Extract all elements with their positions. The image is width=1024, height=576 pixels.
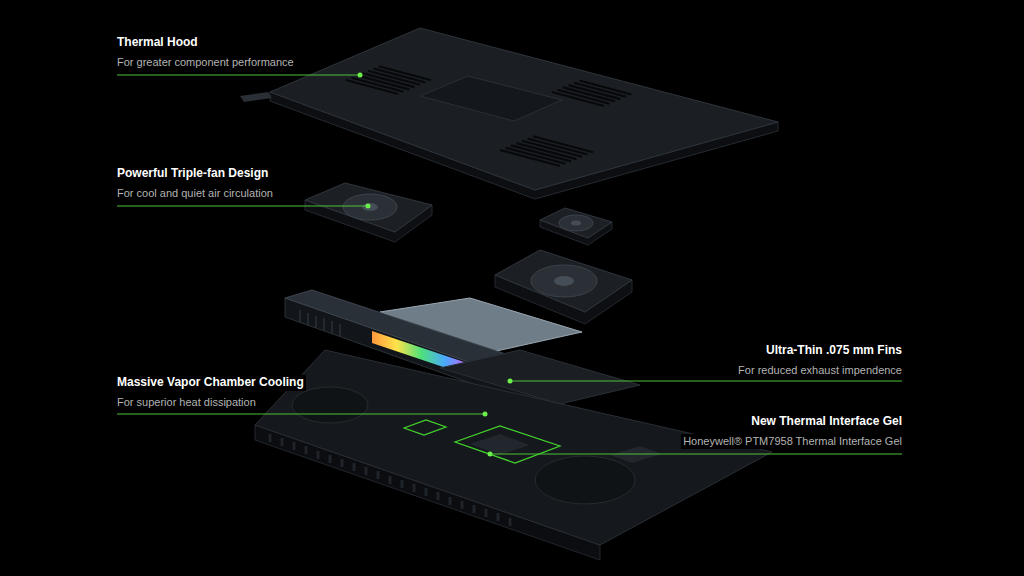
callout-heading: Powerful Triple-fan Design xyxy=(115,166,270,182)
callout-note: For superior heat dissipation xyxy=(115,395,258,410)
fan-rotor xyxy=(343,194,397,220)
leader-line xyxy=(117,414,485,415)
chip-outline xyxy=(404,420,446,435)
callout-heading: Thermal Hood xyxy=(115,35,200,51)
callout-note: For reduced exhaust impendence xyxy=(736,363,904,378)
hood-vent xyxy=(346,66,431,94)
hood-panel xyxy=(420,76,562,121)
fan-bay xyxy=(535,456,635,504)
callout-note: For cool and quiet air circulation xyxy=(115,186,275,201)
leader-line xyxy=(510,381,902,382)
fin-stack xyxy=(300,310,340,336)
callout-heading: Massive Vapor Chamber Cooling xyxy=(115,375,306,391)
hood-top xyxy=(270,28,778,190)
hood-vent xyxy=(552,81,632,107)
leader-dot xyxy=(508,379,513,384)
callout-note: For greater component performance xyxy=(115,55,296,70)
fan-body xyxy=(305,183,432,232)
leader-line xyxy=(117,75,360,76)
leader-line xyxy=(117,206,368,207)
chip xyxy=(470,434,530,455)
fan-bay xyxy=(292,387,368,423)
callout-heading: New Thermal Interface Gel xyxy=(749,414,904,430)
fan-rotor xyxy=(559,215,593,231)
leader-dot xyxy=(483,412,488,417)
board xyxy=(440,350,640,404)
fan-body xyxy=(495,250,632,312)
fan-rotor xyxy=(531,265,597,297)
fan-hub xyxy=(571,221,581,226)
thermal-hood xyxy=(240,28,778,199)
callout-heading: Ultra-Thin .075 mm Fins xyxy=(764,343,904,359)
hood-hinge xyxy=(240,92,272,102)
leader-dot xyxy=(358,73,363,78)
chip-outline xyxy=(455,426,560,463)
leader-line xyxy=(490,454,902,455)
leader-dot xyxy=(366,204,371,209)
fan-hub xyxy=(362,203,378,211)
fan-hub xyxy=(554,276,574,286)
leader-dot xyxy=(488,452,493,457)
callout-note: Honeywell® PTM7958 Thermal Interface Gel xyxy=(681,434,904,449)
fan-body xyxy=(540,208,612,238)
hood-vent xyxy=(500,136,593,166)
